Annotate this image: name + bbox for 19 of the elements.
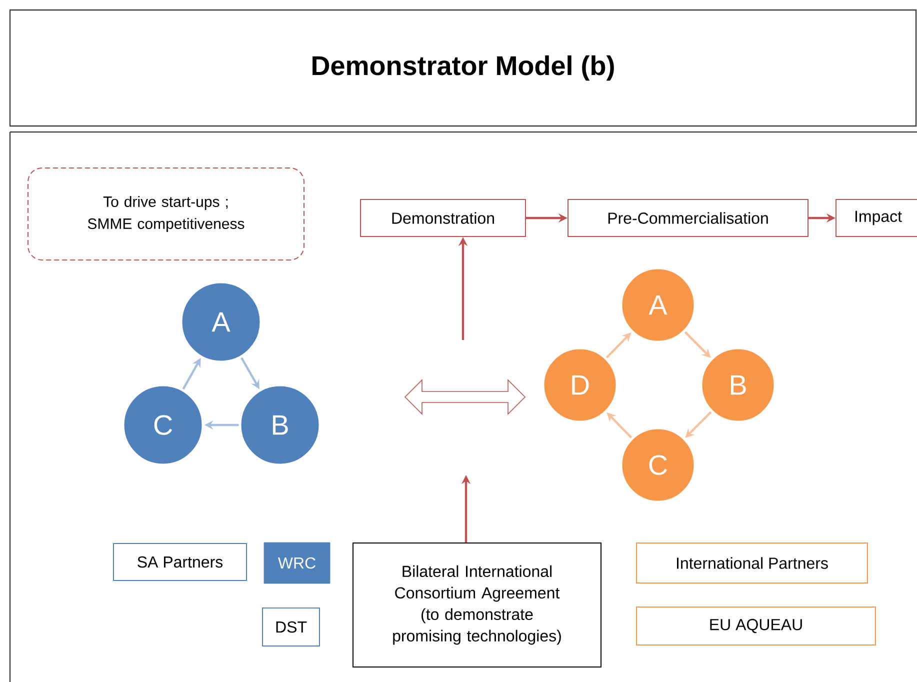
circle-node: B (700, 346, 776, 424)
partner-box: DST (262, 608, 320, 646)
process-box: Demonstration (360, 199, 526, 237)
title-box: Demonstrator Model (b) (9, 9, 917, 127)
partner-box: EU AQUEAU (636, 606, 876, 646)
circle-node: C (620, 426, 696, 504)
circle-node: B (238, 384, 322, 466)
arrow (684, 331, 711, 358)
circle-node: D (542, 346, 618, 424)
partner-box: SA Partners (113, 543, 247, 581)
process-box: Impact (836, 199, 917, 237)
circle-node: C (122, 384, 204, 466)
circle-node: A (620, 266, 696, 344)
partner-box: WRC (264, 542, 330, 584)
circle-node: A (180, 280, 262, 364)
callout-box: To drive start-ups ; SMME competitiveness (28, 168, 304, 260)
partner-box: International Partners (636, 542, 868, 584)
agreement-box: Bilateral International Consortium Agreement (to demonstrate promising technologies) (352, 542, 602, 668)
process-box: Pre-Commercialisation (568, 199, 809, 237)
